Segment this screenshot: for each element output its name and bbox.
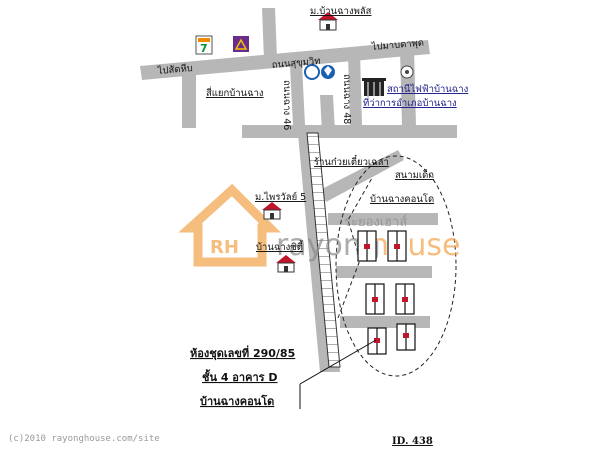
label-noodle: ร้านก๋วยเตี๋ยวเฉลา: [314, 155, 389, 168]
label-village1: ม.ไพรวัลย์ 5: [255, 191, 306, 203]
house-icon: [262, 202, 282, 220]
label-dir-left: ไปสัตหีบ: [156, 62, 193, 77]
svg-text:7: 7: [200, 42, 208, 55]
house-icon: [276, 255, 296, 273]
condo-path: [337, 177, 373, 319]
road-cross: [242, 125, 457, 138]
unit-line2: ชั้น 4 อาคาร D: [202, 369, 278, 384]
road-top-branch: [262, 8, 277, 60]
watermark-house-icon: [178, 183, 281, 267]
road-short-branch: [320, 95, 335, 132]
label-school: สถานีไฟฟ้าบ้านฉาง: [387, 83, 468, 95]
railway-ladder: [306, 132, 341, 368]
watermark-logo: RH: [210, 237, 239, 258]
label-intersection: สี่แยกบ้านฉาง: [206, 86, 264, 99]
building-1: [357, 230, 377, 262]
road-condo-2: [336, 266, 432, 278]
label-road-48: ถนนฉาง 48: [341, 74, 352, 124]
copyright: (c)2010 rayonghouse.com/site: [8, 434, 160, 444]
unit-line1: ห้องชุดเลขที่ 290/85: [190, 345, 295, 361]
ptt-icon: [304, 64, 335, 80]
condo-area-outline: [335, 155, 457, 377]
label-dir-right: ไปมาบตาพุด: [370, 36, 424, 53]
bank-icon: [233, 36, 249, 52]
watermark-brand-b: house: [370, 228, 460, 263]
map-labels: ม.บ้านฉางพลัส ถนนสุขุมวิท ไปมาบตาพุด ไปส…: [156, 6, 468, 253]
road-soi-46: [290, 65, 305, 125]
building-4: [395, 283, 415, 315]
id-label: ID. 438: [392, 436, 433, 447]
road-left-branch: [182, 73, 196, 128]
road-condo-1: [328, 213, 438, 225]
building-3: [365, 283, 385, 315]
label-place-top: ม.บ้านฉางพลัส: [310, 6, 372, 17]
road-sukhumvit: [140, 40, 430, 80]
unit-pointer-arrow: [299, 339, 377, 385]
seven-eleven-icon: 7: [195, 35, 213, 55]
building-6: [396, 323, 416, 351]
label-office: ที่ว่าการอำเภอบ้านฉาง: [363, 96, 457, 109]
label-road-46: ถนนฉาง 46: [281, 80, 292, 130]
unit-line3: บ้านฉางคอนโด: [200, 394, 274, 408]
building-5: [367, 327, 387, 355]
label-road-main: ถนนสุขุมวิท: [271, 56, 321, 71]
label-village2: บ้านฉางซิตี้: [256, 240, 304, 253]
road-soi-48: [348, 52, 362, 126]
emblem-icon: [400, 65, 414, 79]
house-icon: [318, 12, 338, 31]
watermark-brand-thai: ระยองเฮาส์: [344, 214, 407, 230]
label-park: สนามเด็ก: [395, 168, 434, 181]
condo-buildings: [357, 230, 416, 355]
label-condo-area: บ้านฉางคอนโด: [370, 193, 434, 205]
building-2: [387, 230, 407, 262]
road-condo-3: [340, 316, 430, 328]
building-icon: [362, 78, 386, 96]
unit-caption: ห้องชุดเลขที่ 290/85 ชั้น 4 อาคาร D บ้าน…: [190, 345, 295, 408]
